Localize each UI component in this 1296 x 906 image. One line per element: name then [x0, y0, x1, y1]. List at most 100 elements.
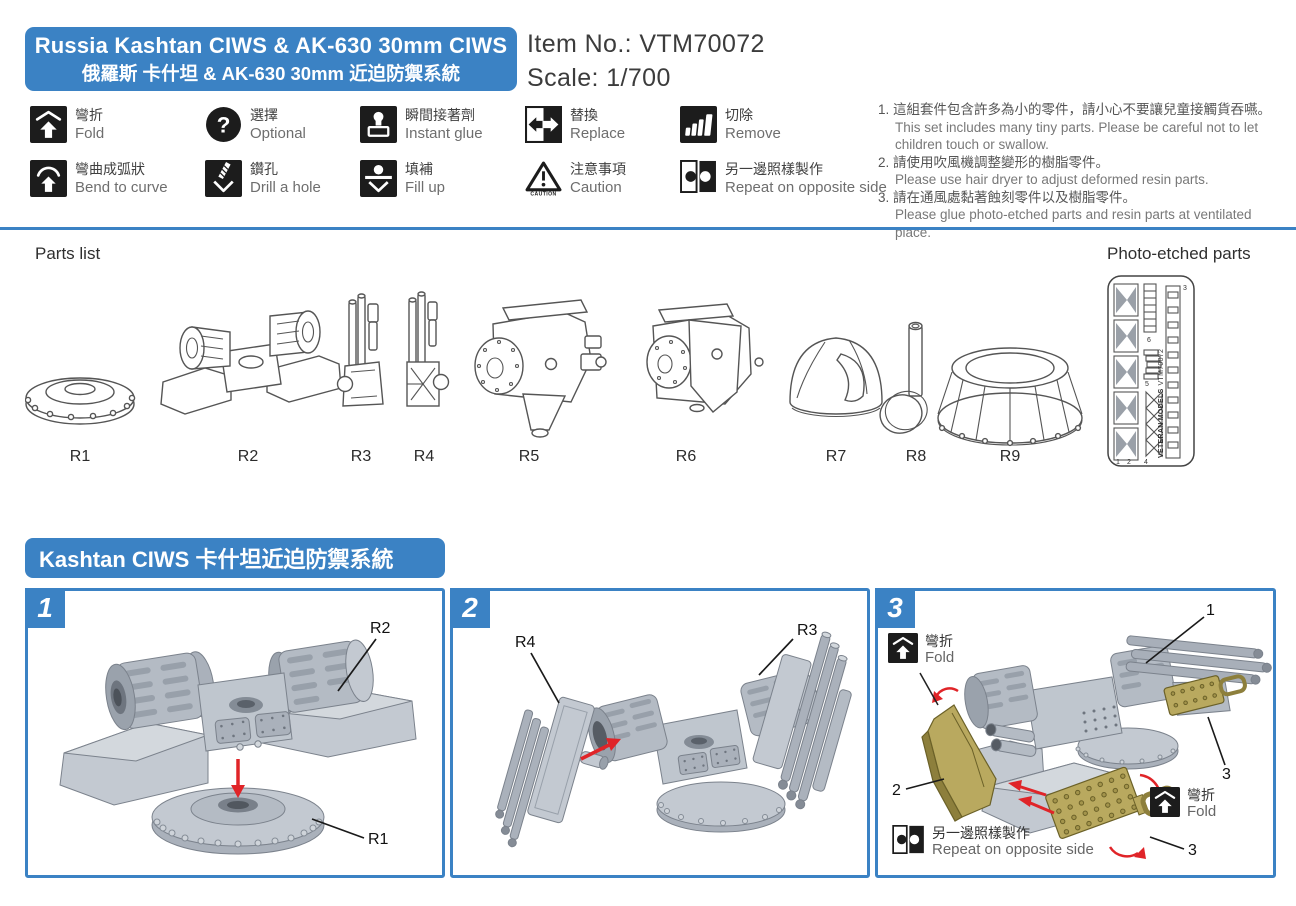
parts-list-drawings: [25, 291, 1083, 447]
step-2-number: 2: [450, 588, 490, 628]
repeat-opposite-icon: [892, 825, 925, 854]
callout-line-r4: [530, 652, 560, 704]
legend-zh: 填補: [405, 161, 433, 177]
pe-blade-part: [921, 704, 997, 822]
part-label-r4: R4: [413, 448, 435, 465]
part-r7-drawing: [789, 337, 883, 418]
part-r1-drawing: [25, 377, 136, 425]
pe-bowtie-chain: [1145, 390, 1163, 458]
step-1-illustration: R2 R1: [59, 620, 417, 855]
part-r3-drawing: [336, 293, 384, 407]
callout-label-3a: 3: [1222, 766, 1231, 783]
part-label-r8: R8: [905, 448, 927, 465]
note-number: 3.: [878, 189, 890, 205]
caution-icon: CAUTION: [525, 160, 562, 197]
legend-en: Replace: [570, 125, 626, 142]
part-r2-drawing: [160, 310, 342, 415]
note-zh: 這組套件包含許多為小的零件，請小心不要讓兒童接觸貨吞嚥。: [893, 102, 1272, 117]
pe-number-3: 3: [1183, 285, 1187, 292]
part-label-r6: R6: [675, 448, 697, 465]
assembly-arrow: [231, 759, 245, 798]
item-info: Item No.: VTM70072 Scale: 1/700: [527, 27, 765, 95]
callout-label-2: 2: [892, 782, 901, 799]
legend-zh: 替換: [570, 107, 598, 123]
fold-note-zh: 彎折: [925, 633, 953, 649]
turret-center-block: [197, 672, 293, 752]
part-r4-drawing: [406, 291, 450, 407]
pe-side-plate: [1163, 674, 1247, 716]
assembly-arrowheads: [1008, 780, 1032, 807]
pe-number-2: 2: [1127, 459, 1131, 466]
legend-zh: 鑽孔: [250, 161, 278, 177]
base-disc: [151, 787, 325, 855]
callout-line-3b: [1149, 836, 1185, 850]
fold-note-en: Fold: [1187, 803, 1217, 820]
legend-zh: 瞬間接著劑: [405, 107, 475, 123]
step-2-panel: 2: [450, 588, 870, 878]
part-label-r2: R2: [237, 448, 259, 465]
legend-en: Repeat on opposite side: [725, 179, 887, 196]
pe-fan-part: [1143, 349, 1162, 380]
replace-icon: [525, 106, 562, 143]
note-number: 2.: [878, 154, 890, 170]
callout-label-3b: 3: [1188, 842, 1197, 859]
step-2-illustration: R4 R3: [495, 622, 852, 848]
part-label-r3: R3: [350, 448, 372, 465]
gun-block-r4: [495, 696, 609, 848]
part-r8-drawing: [879, 321, 928, 434]
step-3-number: 3: [875, 588, 915, 628]
safety-notes: 1. 這組套件包含許多為小的零件，請小心不要讓兒童接觸貨吞嚥。 This set…: [878, 101, 1288, 241]
bend-to-curve-icon: [30, 160, 67, 197]
repeat-opposite-icon: [680, 160, 717, 197]
section-divider: [0, 227, 1296, 230]
note-en: Please glue photo-etched parts and resin…: [895, 207, 1252, 240]
repeat-note-zh: 另一邊照樣製作: [932, 825, 1030, 841]
callout-label-r2: R2: [370, 620, 391, 637]
pe-number-6: 6: [1147, 337, 1151, 344]
part-label-r5: R5: [518, 448, 540, 465]
part-r5-drawing: [474, 299, 607, 438]
part-r6-drawing: [646, 303, 764, 413]
legend-en: Instant glue: [405, 125, 483, 142]
callout-label-r1: R1: [368, 831, 389, 848]
note-zh: 請使用吹風機調整變形的樹脂零件。: [893, 154, 1110, 170]
fold-icon: [1150, 787, 1180, 817]
pe-number-4: 4: [1144, 459, 1148, 466]
legend-en: Caution: [570, 179, 622, 196]
svg-text:CAUTION: CAUTION: [530, 191, 556, 197]
pe-strip-part: [1165, 285, 1181, 459]
callout-line-2: [905, 778, 945, 790]
note-en: Please use hair dryer to adjust deformed…: [895, 172, 1209, 187]
legend-en: Fill up: [405, 179, 446, 196]
legend-item-bend: 彎曲成弧狀 Bend to curve: [30, 160, 168, 197]
kit-title-en: Russia Kashtan CIWS & AK-630 30mm CIWS: [34, 32, 508, 58]
kit-title-zh: 俄羅斯 卡什坦 & AK-630 30mm 近迫防禦系統: [81, 62, 461, 84]
callout-line-1: [1145, 616, 1205, 664]
legend-zh: 彎曲成弧狀: [75, 161, 145, 177]
note-zh: 請在通風處黏著蝕刻零件以及樹脂零件。: [893, 189, 1137, 205]
svg-text:?: ?: [217, 113, 231, 138]
legend-en: Bend to curve: [75, 179, 168, 196]
kit-title-box: Russia Kashtan CIWS & AK-630 30mm CIWS 俄…: [25, 27, 517, 91]
fold-note-zh: 彎折: [1187, 787, 1215, 803]
fold-icon: [888, 633, 918, 663]
optional-icon: ?: [205, 106, 242, 143]
pe-brand-code: VTM70072: [1158, 348, 1165, 386]
turret-center-block: [652, 709, 748, 785]
photo-etched-fret: 1 2 3 4 5 6: [1107, 275, 1195, 467]
step-1-number: 1: [25, 588, 65, 628]
fold-note-en: Fold: [925, 649, 955, 666]
step-3-panel: 3: [875, 588, 1276, 878]
callout-line-r2: [337, 638, 377, 692]
fold-icon: [30, 106, 67, 143]
legend-item-replace: 替換 Replace: [525, 106, 625, 143]
callout-label-r3: R3: [797, 622, 818, 639]
